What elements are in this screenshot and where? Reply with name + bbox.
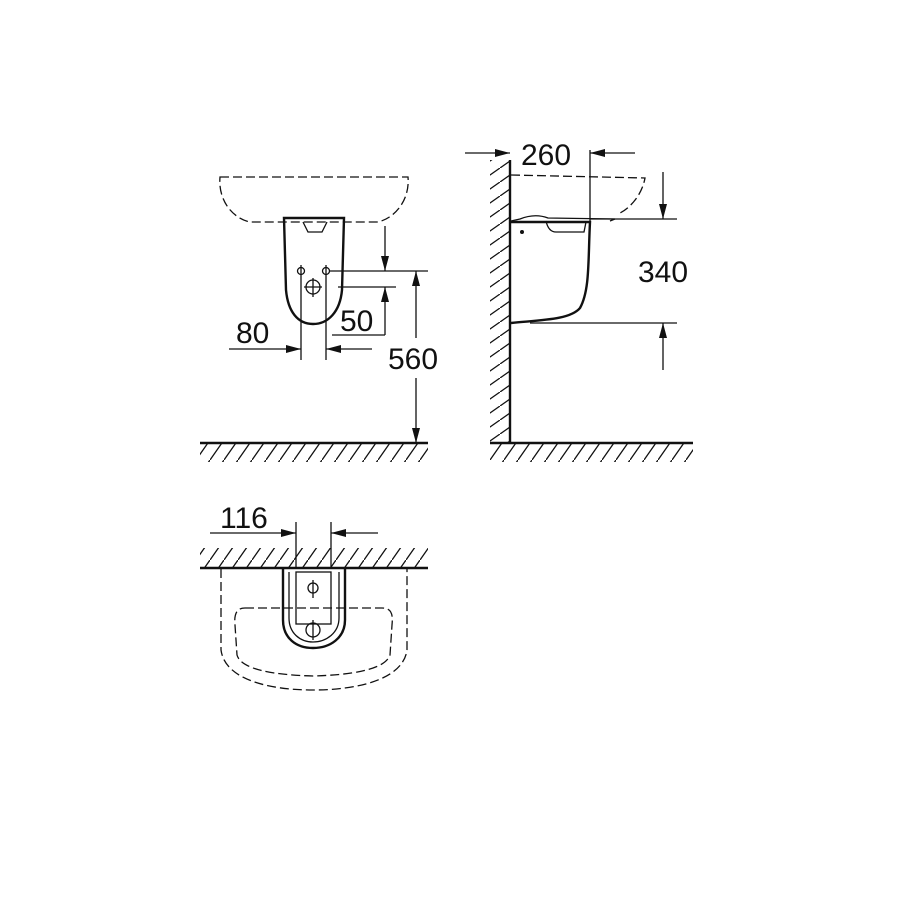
pedestal-outline: [510, 220, 592, 325]
wall-hatching: [200, 548, 428, 568]
floor-hatching: [490, 444, 693, 462]
pedestal-outline: [281, 569, 347, 650]
dim-label-260: 260: [521, 139, 571, 172]
basin-bowl-outline: [234, 607, 393, 677]
floor-hatching: [200, 444, 428, 462]
dim-label-340: 340: [638, 256, 688, 289]
dim-label-560: 560: [388, 343, 438, 376]
dim-label-50: 50: [340, 305, 373, 338]
basin-outline: [220, 569, 408, 691]
dim-label-116: 116: [220, 502, 268, 535]
basin-outline: [219, 176, 409, 223]
plan-view: 116: [200, 502, 428, 691]
front-view: 50 80 560: [200, 176, 438, 462]
side-view: 260 340: [465, 139, 693, 462]
basin-outline: [510, 174, 646, 214]
pedestal-outline: [282, 216, 346, 326]
wall-hatching: [490, 160, 510, 443]
dim-label-80: 80: [236, 317, 269, 350]
